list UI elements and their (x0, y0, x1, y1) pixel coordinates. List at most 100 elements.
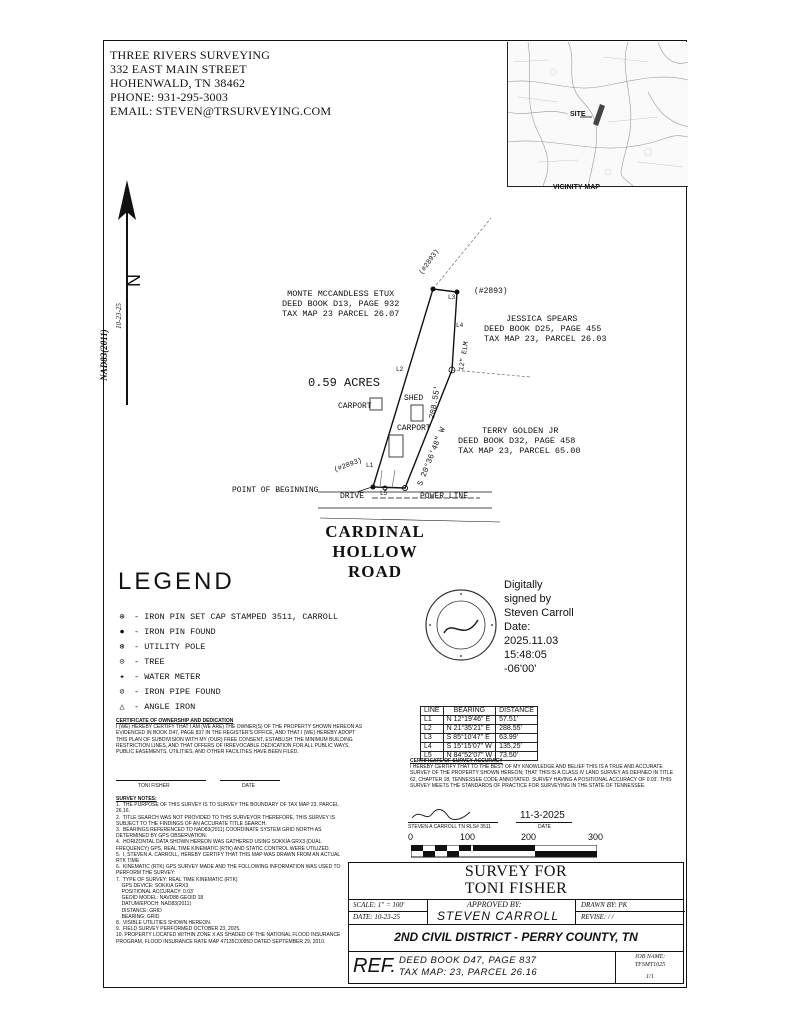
shed-label: SHED (404, 394, 424, 403)
line-label-l4: L4 (456, 322, 464, 329)
table-cell: 288.55' (495, 724, 538, 734)
owner-signature-name: TONI FISHER (138, 783, 170, 789)
iron-pin-found-icon (454, 289, 460, 295)
adjoiner-deed: DEED BOOK D25, PAGE 455 (484, 324, 602, 334)
scale-label-100: 100 (460, 832, 476, 842)
road-centerline (319, 517, 501, 523)
point-of-beginning-label: POINT OF BEGINNING (232, 486, 319, 495)
legend-item: △ - ANGLE IRON (116, 700, 338, 715)
ref-label: REF. (353, 955, 396, 977)
legend-label: - ANGLE IRON (134, 702, 196, 712)
company-email: EMAIL: STEVEN@TRSURVEYING.COM (110, 104, 332, 118)
vicinity-site-label: SITE (570, 111, 586, 118)
list-item: 9. FIELD SURVEY PERFORMED OCTOBER 23, 20… (116, 926, 241, 933)
list-item: 7. TYPE OF SURVEY: REAL TIME KINEMATIC (… (116, 876, 238, 883)
adjoiner-deed: DEED BOOK D32, PAGE 458 (458, 436, 576, 446)
legend-label: - IRON PIN SET CAP STAMPED 3511, CARROLL (134, 612, 339, 622)
survey-notes: SURVEY NOTES: 1. THE PURPOSE OF THIS SUR… (116, 796, 341, 945)
scale-bar (411, 845, 597, 858)
table-cell: N 21°35'21" E (442, 724, 497, 734)
surveyor-signature-line (408, 822, 498, 823)
surveyor-signature-icon (411, 809, 471, 820)
adjoiner-tax: TAX MAP 23, PARCEL 65.00 (458, 446, 581, 456)
adjoiner-name: TERRY GOLDEN JR (482, 426, 559, 436)
vicinity-map: SITE (507, 42, 688, 187)
iron-pin-found-icon (430, 286, 436, 292)
owner-signature-line (116, 780, 206, 781)
signature-line: signed by (504, 593, 552, 605)
list-item: 10. PROPERTY LOCATED WITHIN ZONE X AS SH… (116, 932, 342, 945)
adjoiner-tax: TAX MAP 23, PARCEL 26.03 (484, 334, 607, 344)
list-item: 4. HORIZONTAL DATA SHOWN HEREON WAS GATH… (116, 839, 330, 852)
company-phone: PHONE: 931-295-3003 (110, 90, 229, 104)
survey-date-value: 11-3-2025 (520, 810, 565, 821)
ref-tax-map: TAX MAP: 23, PARCEL 26.16 (399, 967, 538, 978)
legend-symbol-icon: △ (119, 702, 125, 712)
vicinity-site-parcel (593, 104, 605, 126)
survey-notes-title: SURVEY NOTES: (116, 796, 157, 802)
ownership-certificate: CERTIFICATE OF OWNERSHIP AND DEDICATION … (116, 718, 366, 755)
revise-field: REVISE: / / (581, 913, 614, 921)
company-address: 332 EAST MAIN STREET (110, 62, 247, 76)
date-field: DATE: 10-23-25 (353, 913, 400, 921)
road-name: CARDINAL HOLLOW ROAD (310, 522, 440, 582)
list-item: GEOID MODEL: NAVD88 GEOID 18 (116, 895, 204, 902)
table-cell: L3 (420, 733, 444, 743)
surveyor-signature-name: STEVEN A CARROLL TN RLS# 3511 (408, 824, 492, 830)
list-item: BEARING: GRID (116, 913, 160, 920)
legend-label: - TREE (134, 657, 165, 667)
table-cell: N 12°19'46" E (442, 715, 497, 725)
list-item: 1. THE PURPOSE OF THIS SURVEY IS TO SURV… (116, 802, 341, 815)
line-label-l1: L1 (366, 462, 374, 469)
survey-date-label: DATE (538, 824, 551, 830)
adjoiner-tax: TAX MAP 23 PARCEL 26.07 (282, 309, 400, 319)
list-item: POSITIONAL ACCURACY: 0.03' (116, 889, 194, 896)
line-table-header: BEARING (442, 706, 497, 716)
legend-symbol-icon: ✦ (119, 672, 125, 682)
legend-item: ⊘- IRON PIPE FOUND (116, 685, 338, 700)
legend-label: - UTILITY POLE (134, 642, 206, 652)
legend-label: - WATER METER (134, 672, 201, 682)
shed-structure (410, 404, 424, 422)
legend-list: ⊕- IRON PIN SET CAP STAMPED 3511, CARROL… (116, 610, 338, 715)
iron-pin-set-icon (402, 485, 408, 491)
job-block: JOB NAME: TFSMT1025 1/1 (619, 953, 681, 981)
drive-outline (379, 469, 396, 489)
acreage-label: 0.59 ACRES (308, 376, 381, 390)
list-item: DISTANCE: GRID (116, 907, 162, 914)
utility-pole-icon (382, 485, 388, 491)
north-arrow-icon (118, 180, 136, 405)
adjoiner-line (432, 217, 492, 290)
table-cell: 63.99' (495, 733, 538, 743)
drive-label: DRIVE (340, 492, 365, 501)
adjoiner-east: JESSICA SPEARS DEED BOOK D25, PAGE 455 T… (484, 314, 606, 344)
owner-date-line (220, 780, 280, 781)
vicinity-map-drawing (508, 42, 688, 186)
district-line: 2ND CIVIL DISTRICT - PERRY COUNTY, TN (394, 930, 638, 944)
signature-line: 15:48:05 (504, 649, 547, 661)
table-cell: L4 (420, 742, 444, 752)
company-name: THREE RIVERS SURVEYING (110, 48, 271, 62)
signature-line: Date: (504, 621, 531, 633)
title-line2: TONI FISHER (464, 880, 568, 897)
legend-symbol-icon: ● (119, 627, 125, 637)
list-item: 3. BEARINGS REFERENCED TO NAD83(2011) CO… (116, 827, 323, 840)
road-name-line1: CARDINAL (325, 522, 425, 541)
iron-pin-found-icon (370, 484, 376, 490)
tree-icon (448, 366, 456, 374)
line-label-l5: L5 (380, 490, 388, 497)
line-table-header: DISTANCE (495, 706, 538, 716)
line-label-l2: L2 (396, 366, 404, 373)
list-item: GPS DEVICE: SOKKIA GRX3 (116, 882, 189, 889)
approved-by-name: STEVEN CARROLL (437, 909, 560, 923)
ref-right-label: (#2893) (474, 287, 508, 296)
adjoiner-name: MONTE MCCANDLESS ETUX (287, 289, 395, 299)
legend-title: LEGEND (118, 568, 235, 595)
ownership-text: I (WE) HEREBY CERTIFY THAT I AM (WE ARE)… (116, 724, 363, 756)
carport-structure (369, 397, 383, 411)
signature-line: Digitally (504, 579, 543, 591)
adjoiner-name: JESSICA SPEARS (506, 314, 578, 324)
